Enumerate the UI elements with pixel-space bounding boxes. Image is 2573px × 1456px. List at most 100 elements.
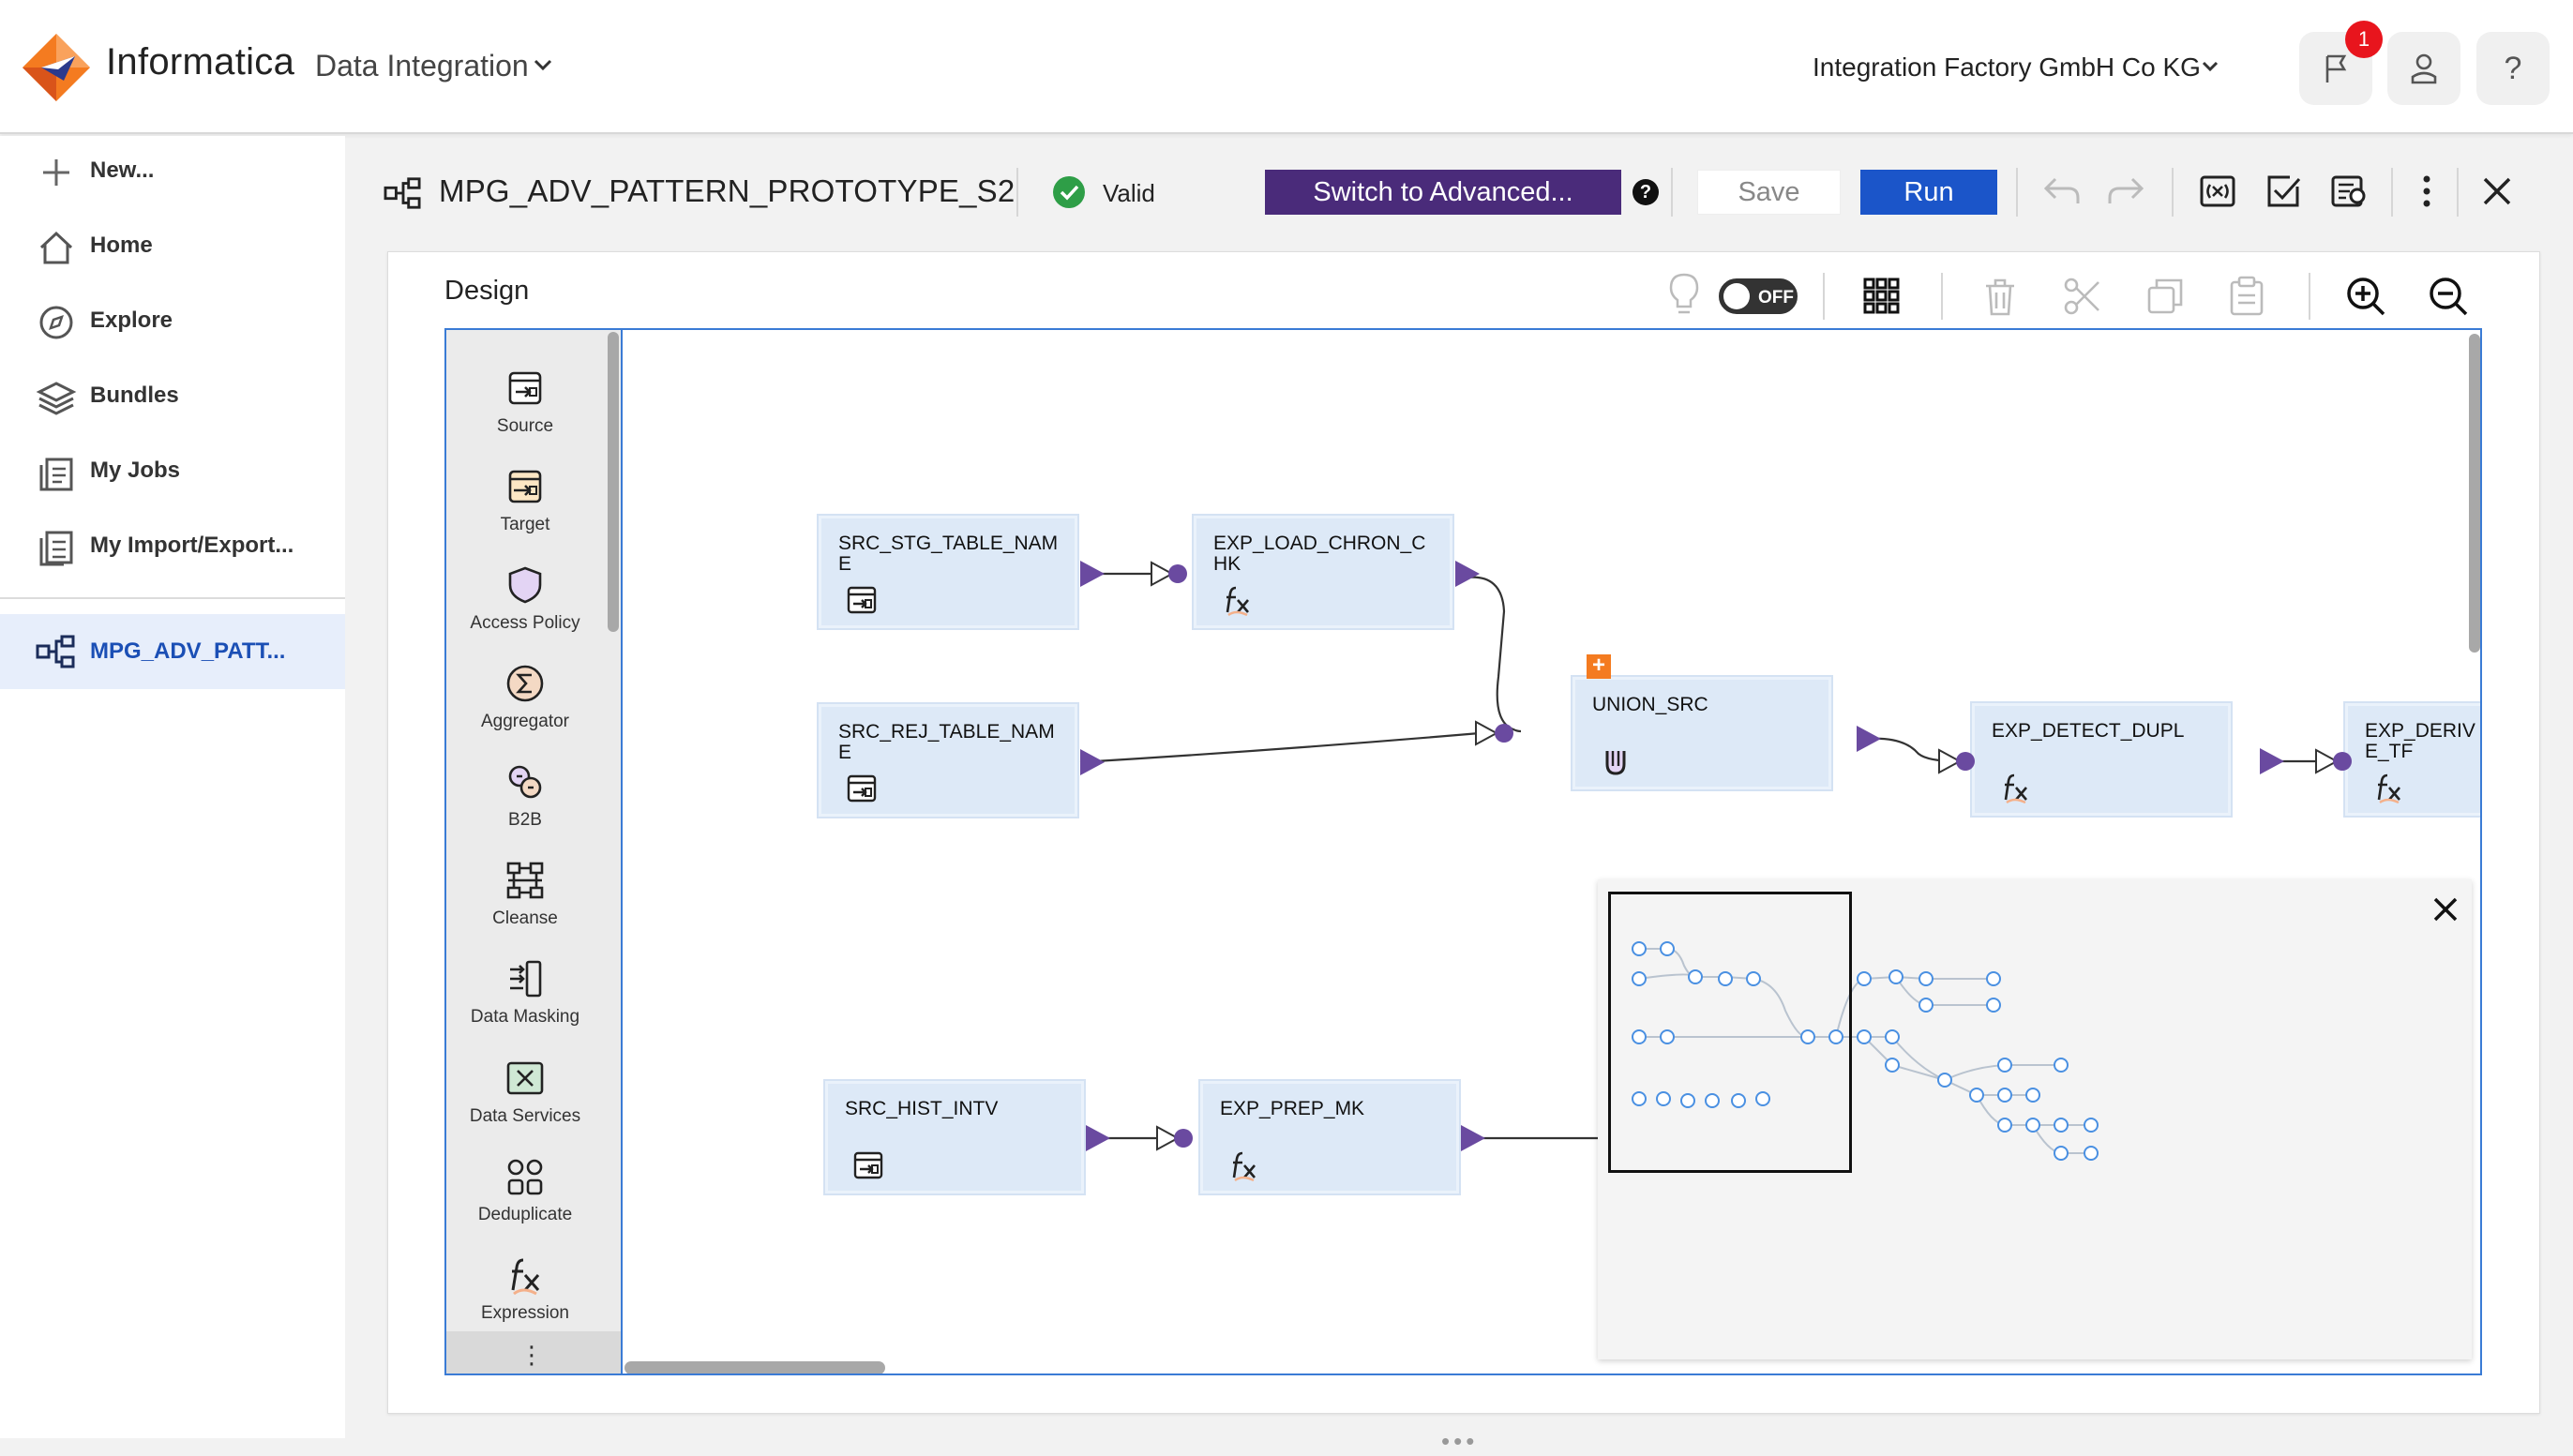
nav-bundles[interactable]: Bundles xyxy=(0,363,345,428)
expression-icon xyxy=(504,1254,546,1296)
toggle-knob xyxy=(1723,283,1750,309)
check-circle-icon xyxy=(1052,175,1086,209)
input-port-icon[interactable] xyxy=(1476,722,1497,744)
paste-icon[interactable] xyxy=(2228,275,2265,318)
input-port-dot[interactable] xyxy=(1168,564,1187,583)
palette-item-label: Target xyxy=(446,515,604,535)
nav-my-jobs[interactable]: My Jobs xyxy=(0,438,345,503)
palette-item-deduplicate[interactable]: Deduplicate xyxy=(446,1156,604,1250)
b2b-icon xyxy=(504,761,546,803)
palette-item-label: B2B xyxy=(446,810,604,831)
org-switcher[interactable]: Integration Factory GmbH Co KG xyxy=(1813,53,2201,83)
nav-home-label: Home xyxy=(90,233,153,259)
nav-home[interactable]: Home xyxy=(0,213,345,278)
mapping-title[interactable]: MPG_ADV_PATTERN_PROTOTYPE_S2 xyxy=(439,173,1015,209)
source-icon xyxy=(504,368,546,409)
palette-item-label: Aggregator xyxy=(446,712,604,732)
notification-badge: 1 xyxy=(2345,21,2383,58)
nav-import-export[interactable]: My Import/Export... xyxy=(0,513,345,578)
results-icon[interactable] xyxy=(2329,172,2369,211)
informatica-logo-icon[interactable] xyxy=(21,32,92,103)
palette-item-b2b[interactable]: B2B xyxy=(446,761,604,855)
switch-to-advanced-button[interactable]: Switch to Advanced... xyxy=(1265,170,1621,215)
output-port-icon[interactable] xyxy=(1080,749,1105,775)
input-port-dot[interactable] xyxy=(1495,724,1513,743)
palette-item-data-masking[interactable]: Data Masking xyxy=(446,958,604,1052)
toolbar-divider xyxy=(2016,168,2018,217)
jobs-icon xyxy=(36,454,77,491)
chevron-down-icon[interactable] xyxy=(2201,60,2219,73)
save-button[interactable]: Save xyxy=(1697,170,1841,215)
scissors-icon[interactable] xyxy=(2063,277,2102,316)
lightbulb-icon[interactable] xyxy=(1665,271,1703,318)
chevron-down-icon[interactable] xyxy=(533,58,553,71)
shield-icon xyxy=(504,564,546,606)
toolbar-divider xyxy=(2309,273,2310,320)
mapping-icon xyxy=(36,633,77,670)
nav-my-jobs-label: My Jobs xyxy=(90,458,180,484)
target-icon xyxy=(504,466,546,507)
zoom-out-icon[interactable] xyxy=(2427,275,2470,318)
nav-new[interactable]: New... xyxy=(0,138,345,203)
palette-scrollbar[interactable] xyxy=(608,332,619,632)
toolbar-divider xyxy=(2391,168,2393,217)
redo-icon[interactable] xyxy=(2106,173,2147,209)
recommendations-toggle[interactable]: OFF xyxy=(1719,278,1798,314)
palette-item-label: Access Policy xyxy=(446,613,604,634)
help-circle-icon[interactable]: ? xyxy=(1633,179,1659,205)
palette-item-target[interactable]: Target xyxy=(446,466,604,560)
flag-icon xyxy=(2322,53,2350,84)
output-port-icon[interactable] xyxy=(1086,1125,1110,1151)
nav-explore[interactable]: Explore xyxy=(0,288,345,353)
palette-item-access-policy[interactable]: Access Policy xyxy=(446,564,604,658)
close-icon[interactable] xyxy=(2481,175,2513,207)
toolbar-divider xyxy=(2457,168,2459,217)
help-button[interactable]: ? xyxy=(2476,32,2550,105)
parameters-icon[interactable] xyxy=(2198,172,2237,211)
output-port-icon[interactable] xyxy=(1857,726,1881,752)
zoom-in-icon[interactable] xyxy=(2344,275,2387,318)
input-port-dot[interactable] xyxy=(2333,752,2352,771)
output-port-icon[interactable] xyxy=(2260,748,2284,774)
panel-resize-handle[interactable]: ••• xyxy=(1441,1427,1478,1456)
validate-icon[interactable] xyxy=(2264,172,2303,211)
output-port-icon[interactable] xyxy=(1080,561,1105,587)
palette-item-cleanse[interactable]: Cleanse xyxy=(446,860,604,953)
copy-icon[interactable] xyxy=(2145,277,2185,316)
toolbar-divider xyxy=(2172,168,2174,217)
mapping-toolbar: MPG_ADV_PATTERN_PROTOTYPE_S2 Valid Switc… xyxy=(347,136,2573,247)
toggle-label: OFF xyxy=(1758,288,1794,308)
palette-more-button[interactable]: ⋮ xyxy=(519,1341,544,1370)
input-port-dot[interactable] xyxy=(1174,1129,1193,1148)
data-services-icon xyxy=(504,1058,546,1099)
nav-explore-label: Explore xyxy=(90,308,173,334)
delete-icon[interactable] xyxy=(1982,277,2018,318)
user-icon xyxy=(2409,53,2439,84)
palette-item-label: Data Services xyxy=(446,1106,604,1127)
arrange-all-icon[interactable] xyxy=(1862,277,1902,316)
data-masking-icon xyxy=(504,958,546,999)
undo-icon[interactable] xyxy=(2040,173,2082,209)
palette-item-label: Deduplicate xyxy=(446,1205,604,1225)
palette-item-data-services[interactable]: Data Services xyxy=(446,1058,604,1151)
canvas-vertical-scrollbar[interactable] xyxy=(2469,334,2480,653)
product-switcher[interactable]: Data Integration xyxy=(315,49,529,83)
canvas-horizontal-scrollbar[interactable] xyxy=(624,1361,885,1374)
toolbar-divider xyxy=(1671,168,1673,217)
user-profile-button[interactable] xyxy=(2387,32,2460,105)
run-button[interactable]: Run xyxy=(1860,170,1997,215)
palette-item-aggregator[interactable]: Aggregator xyxy=(446,663,604,757)
output-port-icon[interactable] xyxy=(1455,561,1480,587)
palette-item-source[interactable]: Source xyxy=(446,368,604,461)
output-port-icon[interactable] xyxy=(1461,1125,1485,1151)
more-vertical-icon[interactable] xyxy=(2419,172,2434,211)
close-icon[interactable] xyxy=(2432,896,2459,923)
minimap-viewport[interactable] xyxy=(1608,892,1852,1173)
overview-minimap[interactable] xyxy=(1598,879,2472,1359)
validation-status: Valid xyxy=(1103,179,1155,208)
nav-active-mapping[interactable]: MPG_ADV_PATT... xyxy=(0,614,345,689)
layers-icon xyxy=(36,379,77,416)
input-port-dot[interactable] xyxy=(1956,752,1975,771)
nav-bundles-label: Bundles xyxy=(90,383,179,409)
toolbar-divider xyxy=(1016,168,1018,217)
